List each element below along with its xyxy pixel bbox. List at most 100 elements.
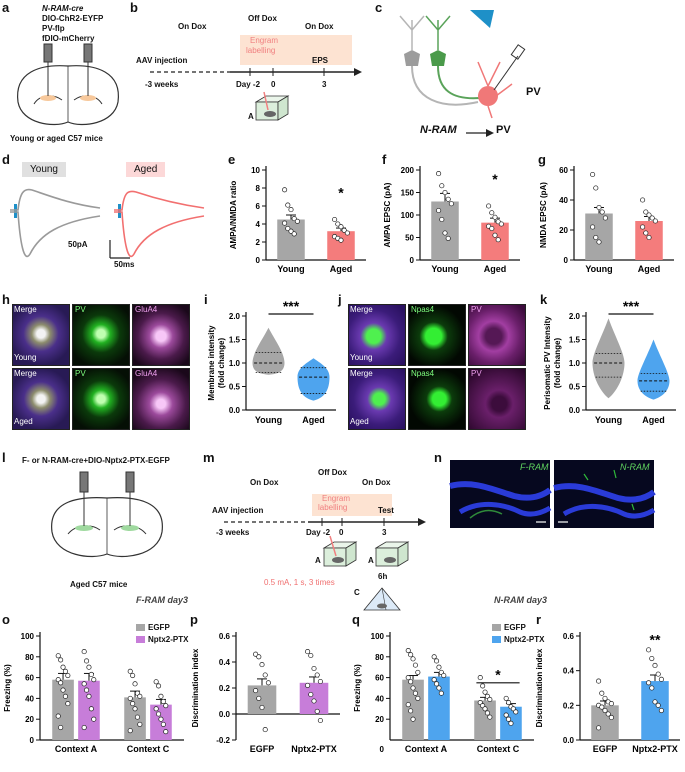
q-1-1-dot-0 bbox=[503, 695, 509, 701]
f-1-dot-4 bbox=[498, 221, 504, 227]
m-off-dox: Off Dox bbox=[318, 468, 347, 477]
g-xtick-1: Aged bbox=[638, 264, 661, 274]
p-ytick-label-2: 0.2 bbox=[219, 684, 231, 693]
q-0-0-dot-12 bbox=[410, 716, 416, 722]
e-0-dot-4 bbox=[294, 218, 300, 224]
k-xtick-1: Aged bbox=[642, 415, 665, 425]
f-sig: * bbox=[492, 171, 498, 187]
f-1-dot-2 bbox=[492, 214, 498, 220]
g-0-dot-7 bbox=[596, 239, 602, 245]
p-ytick-label-1: 0.0 bbox=[219, 710, 231, 719]
p-0-dot-5 bbox=[253, 688, 259, 694]
o-1-0-dot-2 bbox=[132, 681, 138, 687]
f-1-dot-8 bbox=[495, 237, 501, 243]
g-1-dot-6 bbox=[643, 230, 649, 236]
b-on-dox1: On Dox bbox=[178, 22, 207, 31]
e-bar-1 bbox=[327, 231, 355, 260]
p-0-dot-6 bbox=[256, 695, 262, 701]
legend-o-egfp-swatch bbox=[136, 624, 145, 631]
f-0-dot-4 bbox=[448, 201, 454, 207]
e-xtick-0: Young bbox=[277, 264, 304, 274]
h-pv-label-2: PV bbox=[75, 369, 86, 378]
o-1-0-dot-8 bbox=[134, 714, 140, 720]
h-merge-young bbox=[12, 304, 70, 366]
i-ytick-label-4: 2.0 bbox=[229, 312, 241, 321]
section-n-title: N-RAM day3 bbox=[494, 595, 548, 605]
q-1-1-dot-7 bbox=[508, 720, 514, 726]
f-ytick-label-0: 0 bbox=[410, 256, 415, 265]
g-1-dot-5 bbox=[640, 224, 646, 230]
g-0-dot-0 bbox=[590, 171, 596, 178]
k-ytick-label-1: 0.5 bbox=[569, 383, 581, 392]
g-0-dot-4 bbox=[602, 215, 608, 221]
r-bar-1 bbox=[641, 681, 669, 740]
e-ytick-label-5: 10 bbox=[251, 166, 260, 175]
b-engram-band bbox=[240, 35, 352, 65]
p-bar-1 bbox=[299, 682, 329, 714]
i-xtick-0: Young bbox=[255, 415, 282, 425]
g-0-dot-5 bbox=[590, 224, 596, 230]
q-1-1-dot-5 bbox=[503, 712, 509, 718]
o-0-0-dot-10 bbox=[55, 713, 61, 719]
m-t2: Day -2 bbox=[306, 528, 331, 537]
p-1-dot-8 bbox=[314, 708, 320, 714]
r-1-dot-7 bbox=[652, 699, 658, 705]
o-ytick-label-0: 0 bbox=[30, 736, 35, 745]
q-ylabel-0: Freezing (%) bbox=[353, 664, 362, 712]
k-xtick-0: Young bbox=[595, 415, 622, 425]
p-1-dot-9 bbox=[317, 717, 323, 724]
r-ylabel-0: Discrimination index bbox=[535, 648, 544, 727]
q-1-0-dot-9 bbox=[487, 714, 493, 720]
panel-label-d: d bbox=[2, 152, 10, 167]
p-ytick-label-3: 0.4 bbox=[219, 658, 231, 667]
o-0-1-dot-10 bbox=[81, 724, 87, 731]
p-xtick-1: Nptx2-PTX bbox=[291, 744, 337, 754]
p-0-dot-1 bbox=[256, 654, 262, 660]
j-npas4-young bbox=[408, 304, 466, 366]
g-ytick-label-0: 0 bbox=[564, 256, 569, 265]
g-bar-0 bbox=[585, 213, 613, 260]
m-t4: 3 bbox=[382, 528, 387, 537]
panel-label-b: b bbox=[130, 0, 138, 15]
q-0-0-dot-7 bbox=[410, 685, 416, 691]
o-bar-0-0 bbox=[52, 679, 74, 740]
h-glua4-label-2: GluA4 bbox=[135, 369, 158, 378]
b-t2: Day -2 bbox=[236, 80, 261, 89]
q-ytick-label-2: 60 bbox=[375, 674, 384, 683]
r-0-dot-0 bbox=[596, 678, 602, 684]
o-1-1-dot-4 bbox=[163, 703, 169, 709]
g-bar-1 bbox=[635, 221, 663, 260]
h-pv-young bbox=[72, 304, 130, 366]
g-xtick-0: Young bbox=[585, 264, 612, 274]
o-0-1-dot-1 bbox=[84, 658, 90, 664]
c-pv-label: PV bbox=[526, 86, 541, 98]
f-0-dot-0 bbox=[436, 171, 442, 177]
a-line4: fDIO-mCherry bbox=[42, 34, 95, 43]
q-0-0-dot-2 bbox=[410, 656, 416, 662]
j-pv-aged bbox=[468, 368, 526, 430]
legend-q-ptx-swatch bbox=[492, 636, 501, 643]
e-1-dot-2 bbox=[338, 224, 344, 230]
j-young-label: Young bbox=[350, 353, 373, 362]
d-aged-tag: Aged bbox=[126, 162, 166, 177]
e-0-dot-0 bbox=[282, 187, 288, 193]
q-0-0-dot-6 bbox=[408, 679, 414, 685]
o-0-0-dot-7 bbox=[60, 687, 66, 693]
o-0-1-dot-3 bbox=[88, 671, 94, 678]
o-1-0-dot-5 bbox=[127, 695, 133, 701]
o-0-0-dot-8 bbox=[62, 693, 68, 699]
h-young-label: Young bbox=[14, 353, 37, 362]
g-1-dot-7 bbox=[646, 234, 652, 241]
d-scale-x: 50ms bbox=[114, 260, 135, 269]
r-0-dot-9 bbox=[608, 714, 614, 721]
i-violin-0 bbox=[252, 327, 285, 375]
p-ylabel-0: Discrimination index bbox=[191, 648, 200, 727]
m-box-c: C bbox=[354, 588, 360, 597]
panel-label-f: f bbox=[382, 152, 387, 167]
b-labelling: labelling bbox=[246, 46, 276, 55]
j-merge-label-2: Merge bbox=[350, 369, 373, 378]
p-0-dot-3 bbox=[262, 672, 268, 678]
q-1-0-dot-8 bbox=[484, 710, 490, 716]
